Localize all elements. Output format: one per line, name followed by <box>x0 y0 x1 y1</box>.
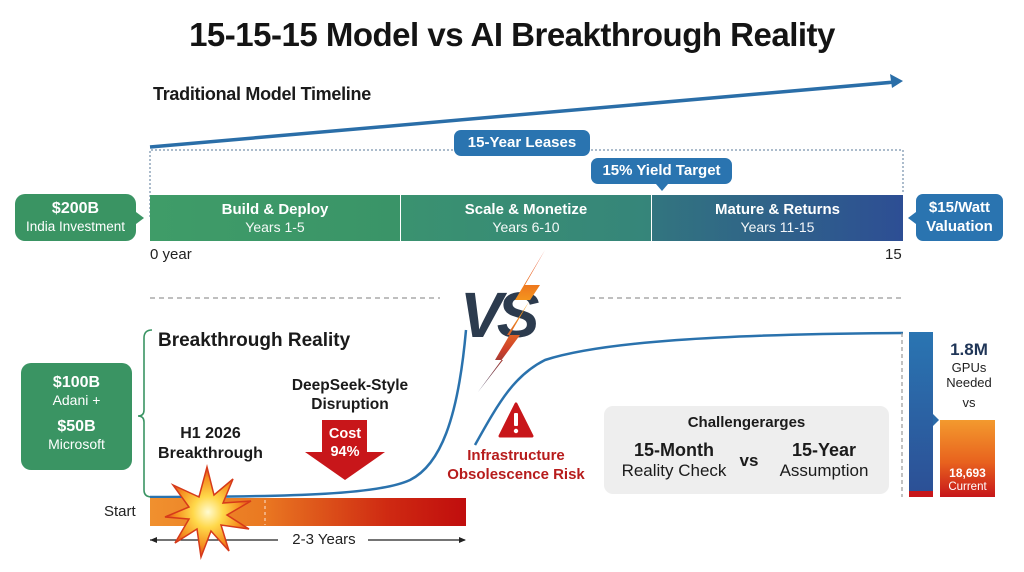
challenge-right-title: 15-Year <box>791 440 857 460</box>
breakthrough-curve <box>149 329 468 499</box>
deepseek-label: DeepSeek-Style Disruption <box>280 376 420 414</box>
gpu-needed-line1: GPUs <box>951 360 987 375</box>
segment-title: Mature & Returns <box>714 200 841 218</box>
warning-icon <box>498 402 534 438</box>
challenge-right: 15-Year Assumption <box>762 440 886 481</box>
obsolescence-risk-label: Infrastructure Obsolescence Risk <box>436 446 596 484</box>
gpu-needed-value: 1.8M <box>950 340 988 359</box>
growth-arrow-line <box>149 80 896 149</box>
gpu-current-text: Current <box>948 481 987 493</box>
axis-end-label: 15 <box>885 246 902 263</box>
callout-pointer-icon <box>908 212 916 224</box>
arrow-head-icon <box>890 74 903 88</box>
gpu-needed-line2: Needed <box>946 375 992 390</box>
valuation-line2: Valuation <box>926 218 993 235</box>
cost-arrow-label: Cost 94% <box>318 425 372 461</box>
obsolescence-curve <box>473 331 904 446</box>
investment-label: India Investment <box>25 219 126 234</box>
duration-label: 2-3 Years <box>292 531 356 548</box>
segment-scale-monetize: Scale & Monetize Years 6-10 <box>401 195 651 241</box>
funding-label-adani: Adani + <box>52 392 101 408</box>
risk-line2: Obsolescence Risk <box>447 466 585 483</box>
funding-label-microsoft: Microsoft <box>48 436 105 452</box>
segment-years: Years 1-5 <box>245 218 305 235</box>
start-label: Start <box>104 503 136 520</box>
breakthrough-heading: Breakthrough Reality <box>158 330 351 351</box>
gpu-needed-label: 1.8M GPUs Needed vs <box>938 340 1000 410</box>
h1-line1: H1 2026 <box>180 425 241 442</box>
yield-callout: 15% Yield Target <box>591 158 732 184</box>
risk-line1: Infrastructure <box>467 447 565 464</box>
funding-amount-adani: $100B <box>52 374 101 391</box>
vs-logo-icon: VS <box>460 250 546 392</box>
callout-pointer-icon <box>656 184 668 191</box>
segment-mature-returns: Mature & Returns Years 11-15 <box>652 195 903 241</box>
traditional-heading: Traditional Model Timeline <box>153 84 371 104</box>
investment-callout: $200B India Investment <box>15 194 136 241</box>
gpu-current-value: 18,693 <box>949 466 986 480</box>
valuation-callout: $15/Watt Valuation <box>916 194 1003 241</box>
gpu-vs: vs <box>962 395 976 410</box>
explosion-icon <box>164 464 252 560</box>
segment-years: Years 11-15 <box>740 218 815 235</box>
challenge-vs: vs <box>739 451 759 470</box>
valuation-line1: $15/Watt <box>928 199 991 216</box>
cost-down-arrow-icon <box>305 420 385 480</box>
segment-build-deploy: Build & Deploy Years 1-5 <box>150 195 400 241</box>
gpu-needed-bar <box>909 332 933 497</box>
cost-line2: 94% <box>330 444 360 460</box>
challenge-box: Challengerarges 15-Month Reality Check v… <box>604 406 889 494</box>
cost-line1: Cost <box>328 426 362 442</box>
axis-start-label: 0 year <box>150 246 192 263</box>
investment-amount: $200B <box>51 200 100 217</box>
funding-callout: $100B Adani + $50B Microsoft <box>21 363 132 470</box>
gpu-current-bar <box>940 420 995 497</box>
callout-pointer-icon <box>136 212 144 224</box>
deepseek-line2: Disruption <box>311 396 389 413</box>
challenge-left-subtitle: Reality Check <box>621 461 727 480</box>
challenge-right-subtitle: Assumption <box>779 461 869 480</box>
h1-breakthrough-label: H1 2026 Breakthrough <box>148 424 273 464</box>
segment-years: Years 6-10 <box>492 218 560 235</box>
challenge-left-title: 15-Month <box>634 440 714 460</box>
gpu-current-label: 18,693 Current <box>940 466 995 494</box>
funding-amount-microsoft: $50B <box>57 418 96 435</box>
leases-callout: 15-Year Leases <box>454 130 590 156</box>
challenge-heading: Challengerarges <box>687 414 806 431</box>
segment-title: Build & Deploy <box>221 200 329 218</box>
segment-title: Scale & Monetize <box>464 200 588 218</box>
deepseek-line1: DeepSeek-Style <box>291 377 409 394</box>
challenge-left: 15-Month Reality Check <box>610 440 738 481</box>
h1-line2: Breakthrough <box>158 445 263 462</box>
page-title: 15-15-15 Model vs AI Breakthrough Realit… <box>189 16 835 53</box>
